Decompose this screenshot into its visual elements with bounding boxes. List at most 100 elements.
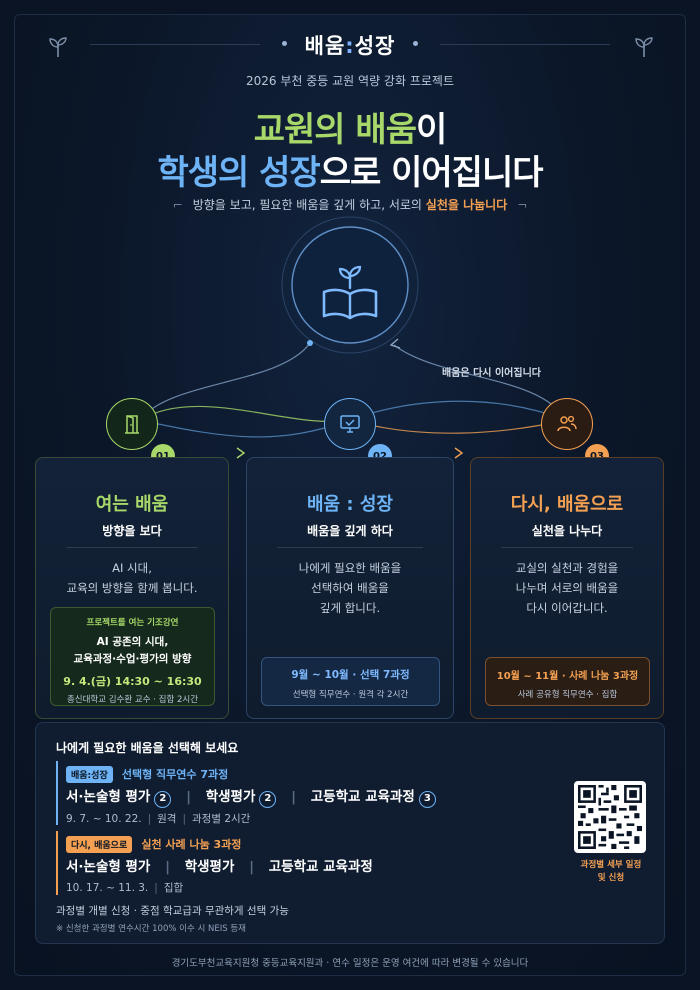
schedule-box: 10월 ~ 11월 · 사례 나눔 3과정 사례 공유형 직무연수 · 집합 xyxy=(485,657,650,706)
card-body-line: 교실의 실천과 경험을 xyxy=(515,561,619,575)
panel-note: 과정별 개별 신청 · 중점 학교급과 무관하게 선택 가능 xyxy=(56,905,289,917)
schedule-title: 10월 ~ 11월 · 사례 나눔 3과정 xyxy=(496,671,639,682)
card-body-line: 나에게 필요한 배움을 xyxy=(298,561,402,575)
group1-title: 선택형 직무연수 7과정 xyxy=(121,768,229,781)
course-item[interactable]: 고등학교 교육과정 xyxy=(268,859,373,875)
schedule-note: 사례 공유형 직무연수 · 집합 xyxy=(517,690,618,700)
course-item[interactable]: 서·논술형 평가 xyxy=(66,859,151,875)
meta-mode: 집합 xyxy=(163,882,184,894)
divider xyxy=(66,547,198,548)
headline-line2: 학생의 성장으로 이어집니다 xyxy=(0,145,700,194)
group1-tag: 배움:성장 xyxy=(66,766,113,783)
card-body-line: 선택하여 배움을 xyxy=(311,581,389,595)
schedule-note: 선택형 직무연수 · 원격 각 2시간 xyxy=(292,690,409,700)
meta-period: 10. 17. ~ 11. 3. xyxy=(66,882,149,894)
card-title: 여는 배움 xyxy=(95,494,169,515)
group1-header: 배움:성장 선택형 직무연수 7과정 xyxy=(66,763,228,783)
group1-meta: 9. 7. ~ 10. 22.|원격|과정별 2시간 xyxy=(66,813,251,825)
divider xyxy=(440,44,610,45)
course-item[interactable]: 고등학교 교육과정 xyxy=(310,789,415,805)
sprout-icon xyxy=(49,37,67,57)
group2-title: 실천 사례 나눔 3과정 xyxy=(141,838,242,851)
group2-meta: 10. 17. ~ 11. 3.|집합 xyxy=(66,882,184,894)
door-icon xyxy=(125,415,139,434)
tagline: ⌐ 방향을 보고, 필요한 배움을 깊게 하고, 서로의 실천을 나눕니다 ¬ xyxy=(0,196,700,213)
course-item[interactable]: 학생평가 xyxy=(205,789,256,805)
headline2-highlight: 학생의 성장 xyxy=(157,153,320,193)
keynote-box: 프로젝트를 여는 기조강연 AI 공존의 시대, 교육과정·수업·평가의 방향 … xyxy=(50,607,215,706)
qr-caption-line: 과정별 세부 일정 xyxy=(580,860,642,870)
project-subtitle: 2026 부천 중등 교원 역량 강화 프로젝트 xyxy=(246,74,454,88)
dot xyxy=(282,41,287,46)
tagline-text: 방향을 보고, 필요한 배움을 깊게 하고, 서로의 xyxy=(192,198,422,212)
card-body: 나에게 필요한 배움을 선택하여 배움을 깊게 합니다. xyxy=(247,558,453,618)
step-1-circle xyxy=(106,398,158,450)
course-count: 2 xyxy=(259,791,277,808)
keynote-label: 프로젝트를 여는 기조강연 xyxy=(86,618,179,628)
card-body: AI 시대, 교육의 방향을 함께 봅니다. xyxy=(36,558,228,598)
qr-code-icon xyxy=(578,785,642,849)
card-body-line: AI 시대, xyxy=(112,561,152,575)
meta-mode: 원격 xyxy=(157,813,177,825)
card-body-line: 다시 이어갑니다. xyxy=(526,601,608,615)
qr-caption: 과정별 세부 일정 및 신청 xyxy=(566,859,656,885)
headline1-rest: 이 xyxy=(415,110,447,150)
bracket-open: ⌐ xyxy=(172,198,183,212)
card-body-line: 깊게 합니다. xyxy=(319,601,381,615)
keynote-note: 총신대학교 김수환 교수 · 집합 2시간 xyxy=(66,695,199,705)
meta-period: 9. 7. ~ 10. 22. xyxy=(66,813,142,825)
footer: 경기도부천교육지원청 중등교육지원과 · 연수 일정은 운영 여건에 따라 변경… xyxy=(171,958,529,969)
course-count: 2 xyxy=(154,791,172,808)
card-body-line: 나누며 서로의 배움을 xyxy=(515,581,619,595)
meta-hours: 과정별 2시간 xyxy=(192,813,251,825)
sprout-icon xyxy=(635,37,653,57)
card-title: 다시, 배움으로 xyxy=(510,494,624,515)
card-body-line: 교육의 방향을 함께 봅니다. xyxy=(66,581,198,595)
card-subtitle: 방향을 보다 xyxy=(102,524,162,538)
brand-left: 배움 xyxy=(304,34,346,58)
people-icon xyxy=(557,415,577,432)
card-body: 교실의 실천과 경험을 나누며 서로의 배움을 다시 이어갑니다. xyxy=(471,558,663,618)
card-sharing: 다시, 배움으로 실천을 나누다 교실의 실천과 경험을 나누며 서로의 배움을… xyxy=(470,457,664,719)
book-sprout-icon xyxy=(322,265,378,320)
keynote-date: 9. 4.(금) 14:30 ~ 16:30 xyxy=(63,675,202,688)
group-accent-bar xyxy=(56,761,58,825)
card-learning-growth: 배움 : 성장 배움을 깊게 하다 나에게 필요한 배움을 선택하여 배움을 깊… xyxy=(246,457,454,719)
tagline-highlight: 실천을 나눕니다 xyxy=(425,198,508,212)
bracket-close: ¬ xyxy=(517,198,528,212)
qr-caption-line: 및 신청 xyxy=(597,873,625,883)
brand-colon: : xyxy=(345,34,355,58)
card-opening: 여는 배움 방향을 보다 AI 시대, 교육의 방향을 함께 봅니다. 프로젝트… xyxy=(35,457,229,719)
schedule-title: 9월 ~ 10월 · 선택 7과정 xyxy=(291,669,410,681)
group2-courses: 서·논술형 평가 | 학생평가 | 고등학교 교육과정 xyxy=(66,859,373,875)
qr-code[interactable] xyxy=(574,781,646,853)
course-item[interactable]: 학생평가 xyxy=(184,859,235,875)
card-title: 배움 : 성장 xyxy=(307,494,393,515)
card-subtitle: 실천을 나누다 xyxy=(531,524,603,538)
monitor-check-icon xyxy=(340,415,360,433)
loop-label: 배움은 다시 이어집니다 xyxy=(442,368,541,379)
headline-line1: 교원의 배움이 xyxy=(0,102,700,151)
group2-header: 다시, 배움으로 실천 사례 나눔 3과정 xyxy=(66,833,241,853)
keynote-title: 교육과정·수업·평가의 방향 xyxy=(73,653,192,665)
group-accent-bar xyxy=(56,831,58,895)
course-count: 3 xyxy=(418,791,436,808)
headline1-highlight: 교원의 배움 xyxy=(253,110,417,150)
brand-title: 배움:성장 xyxy=(0,30,700,60)
panel-heading: 나에게 필요한 배움을 선택해 보세요 xyxy=(56,741,239,755)
step-2-circle xyxy=(324,398,376,450)
dot xyxy=(413,41,418,46)
divider xyxy=(90,44,260,45)
schedule-box: 9월 ~ 10월 · 선택 7과정 선택형 직무연수 · 원격 각 2시간 xyxy=(261,657,440,706)
panel-footnote: ※ 신청한 과정별 연수시간 100% 이수 시 NEIS 등재 xyxy=(56,924,246,934)
divider xyxy=(501,547,633,548)
step-3-circle xyxy=(541,398,593,450)
course-panel: 나에게 필요한 배움을 선택해 보세요 배움:성장 선택형 직무연수 7과정 서… xyxy=(35,722,665,944)
group2-tag: 다시, 배움으로 xyxy=(66,836,133,853)
keynote-title: AI 공존의 시대, xyxy=(96,636,169,648)
course-item[interactable]: 서·논술형 평가 xyxy=(66,789,151,805)
brand-right: 성장 xyxy=(354,34,396,58)
card-subtitle: 배움을 깊게 하다 xyxy=(307,524,393,538)
headline2-rest: 으로 이어집니다 xyxy=(319,153,544,193)
